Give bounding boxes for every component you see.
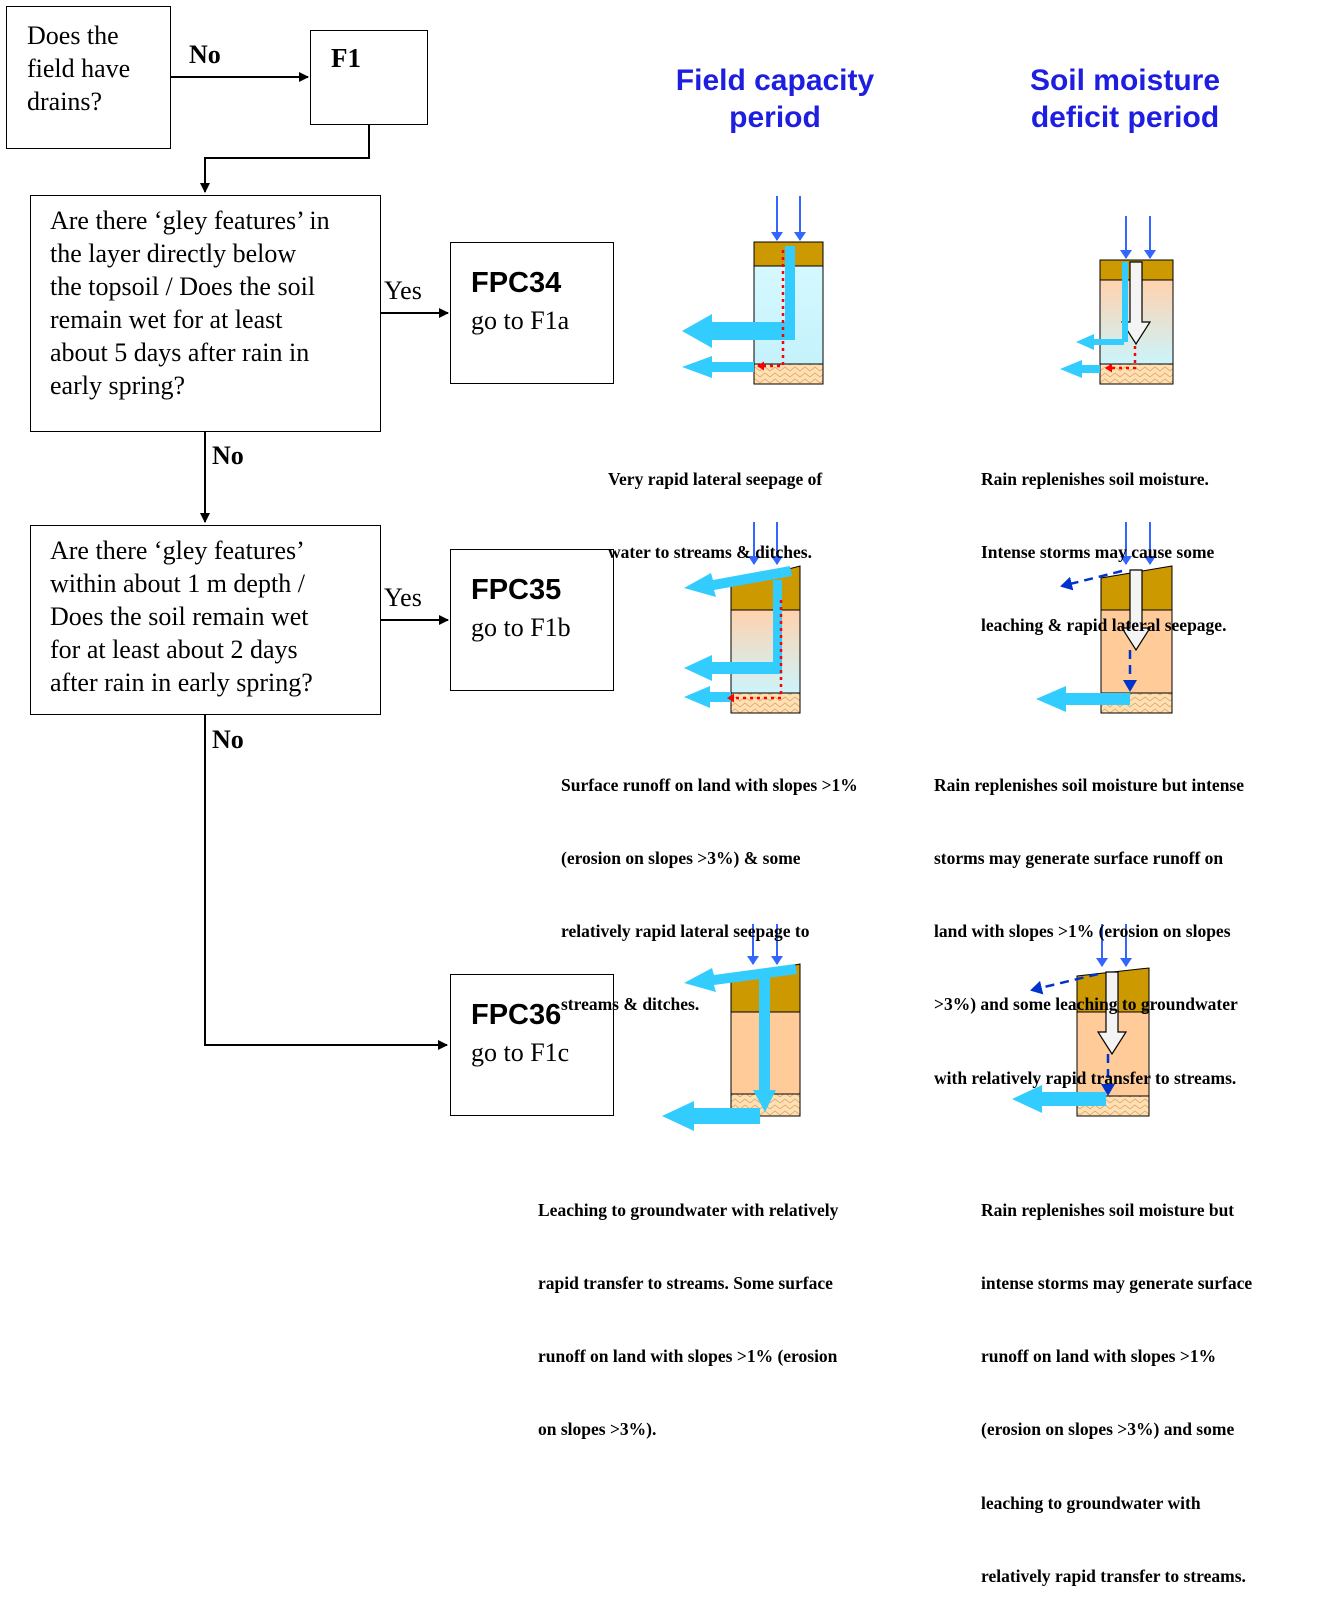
fc2-soil-profile <box>684 522 801 714</box>
fpc36-box: FPC36 go to F1c <box>450 974 614 1116</box>
fpc35-box: FPC35 go to F1b <box>450 549 614 691</box>
caption-line: (erosion on slopes >3%) & some <box>561 848 801 869</box>
question-gley1-line: remain wet for at least <box>50 305 283 334</box>
sm3-soil-profile <box>1012 924 1150 1117</box>
yes-label-q1: Yes <box>384 276 422 305</box>
question-drains-line: drains? <box>27 87 103 116</box>
lateral-flow-arrow-icon <box>1076 334 1124 350</box>
caption-line: Leaching to groundwater with relatively <box>538 1199 839 1220</box>
question-drains-line: Does the <box>27 21 119 50</box>
fpc35-code: FPC35 <box>471 574 562 606</box>
caption-line: relatively rapid lateral seepage to <box>561 921 810 942</box>
sm1-soil-profile <box>1060 216 1174 385</box>
caption-line: Rain replenishes soil moisture but inten… <box>934 774 1245 795</box>
question-gley2-box: Are there ‘gley features’ within about 1… <box>30 525 381 715</box>
caption-line: rapid transfer to streams. Some surface <box>538 1273 833 1294</box>
caption-line: leaching to groundwater with <box>981 1492 1201 1513</box>
lateral-flow-arrow-icon <box>1012 1085 1106 1113</box>
soil-profile-diagrams <box>662 196 1174 1131</box>
question-gley2-line: Does the soil remain wet <box>50 602 309 631</box>
connector-f1-q1 <box>200 124 370 193</box>
header-soil-moisture: Soil moisture deficit period <box>1000 62 1250 136</box>
caption-line: Intense storms may cause some <box>981 542 1215 563</box>
leaching-arrow-icon <box>1096 971 1128 1056</box>
lateral-flow-arrow-icon <box>684 566 792 597</box>
fc3-soil-profile <box>662 924 801 1131</box>
caption-line: >3%) and some leaching to groundwater <box>934 994 1238 1015</box>
question-gley1-line: the layer directly below <box>50 239 297 268</box>
f1-label: F1 <box>331 43 361 73</box>
caption-line: Rain replenishes soil moisture but <box>981 1199 1235 1220</box>
fpc34-code: FPC34 <box>471 267 562 299</box>
caption-line: Very rapid lateral seepage of <box>608 468 823 489</box>
question-drains-line: field have <box>27 54 131 83</box>
lateral-flow-arrow-icon <box>662 1101 760 1131</box>
question-gley2-line: for at least about 2 days <box>50 635 298 664</box>
caption-fc1: Very rapid lateral seepage of water to s… <box>608 418 822 589</box>
leaching-arrow-icon <box>1120 261 1152 346</box>
connector-q2-fpc36 <box>204 714 448 1050</box>
question-gley1-line: Are there ‘gley features’ in <box>50 206 330 235</box>
header-field-capacity-line: Field capacity <box>675 64 875 97</box>
no-label-drains: No <box>189 40 221 69</box>
caption-fc2: Surface runoff on land with slopes >1% (… <box>561 724 858 1041</box>
lateral-flow-arrow-icon <box>684 655 782 681</box>
caption-line: leaching & rapid lateral seepage. <box>981 615 1227 636</box>
caption-sm1: Rain replenishes soil moisture. Intense … <box>981 418 1226 662</box>
question-gley2-line: within about 1 m depth / <box>50 569 305 598</box>
question-gley2-line: Are there ‘gley features’ <box>50 536 305 565</box>
caption-line: (erosion on slopes >3%) and some <box>981 1419 1235 1440</box>
caption-line: streams & ditches. <box>561 994 700 1015</box>
lateral-flow-arrow-icon <box>684 686 731 708</box>
leaching-arrow-icon <box>1120 569 1152 652</box>
lateral-flow-arrow-icon <box>684 964 797 992</box>
lateral-flow-arrow-icon <box>682 356 754 378</box>
caption-sm3: Rain replenishes soil moisture but inten… <box>981 1149 1252 1613</box>
caption-line: with relatively rapid transfer to stream… <box>934 1067 1237 1088</box>
caption-line: Surface runoff on land with slopes >1% <box>561 774 858 795</box>
lateral-flow-arrow-icon <box>682 314 795 348</box>
header-soil-moisture-line: deficit period <box>1030 101 1220 134</box>
caption-line: runoff on land with slopes >1% <box>981 1346 1217 1367</box>
flowchart-connectors <box>170 72 449 1050</box>
header-field-capacity: Field capacity period <box>650 62 900 136</box>
fpc34-box: FPC34 go to F1a <box>450 242 614 384</box>
fpc35-go: go to F1b <box>471 613 571 642</box>
f1-box: F1 <box>310 30 428 125</box>
caption-line: Rain replenishes soil moisture. <box>981 468 1209 489</box>
caption-line: land with slopes >1% (erosion on slopes <box>934 921 1231 942</box>
header-soil-moisture-line: Soil moisture <box>1029 64 1221 97</box>
caption-line: on slopes >3%). <box>538 1419 657 1440</box>
question-gley1-box: Are there ‘gley features’ in the layer d… <box>30 195 381 432</box>
fc1-soil-profile <box>682 196 824 385</box>
fpc36-code: FPC36 <box>471 999 562 1031</box>
question-drains-box: Does the field have drains? <box>6 6 171 149</box>
fpc34-go: go to F1a <box>471 306 570 335</box>
sm2-soil-profile <box>1036 522 1173 714</box>
caption-line: storms may generate surface runoff on <box>934 848 1224 869</box>
caption-line: relatively rapid transfer to streams. <box>981 1565 1246 1586</box>
question-gley2-line: after rain in early spring? <box>50 668 313 697</box>
yes-label-q2: Yes <box>384 583 422 612</box>
question-gley1-line: about 5 days after rain in <box>50 338 310 367</box>
header-field-capacity-line: period <box>729 101 821 134</box>
caption-line: water to streams & ditches. <box>608 542 812 563</box>
caption-sm2: Rain replenishes soil moisture but inten… <box>934 724 1244 1115</box>
caption-line: intense storms may generate surface <box>981 1273 1253 1294</box>
no-label-q2: No <box>212 725 244 754</box>
question-gley1-line: the topsoil / Does the soil <box>50 272 316 301</box>
caption-fc3: Leaching to groundwater with relatively … <box>538 1149 838 1466</box>
question-gley1-line: early spring? <box>50 371 186 400</box>
no-label-q1: No <box>212 441 244 470</box>
fpc36-go: go to F1c <box>471 1038 570 1067</box>
lateral-flow-arrow-icon <box>1060 360 1100 378</box>
caption-line: runoff on land with slopes >1% (erosion <box>538 1346 838 1367</box>
lateral-flow-arrow-icon <box>1036 686 1130 712</box>
